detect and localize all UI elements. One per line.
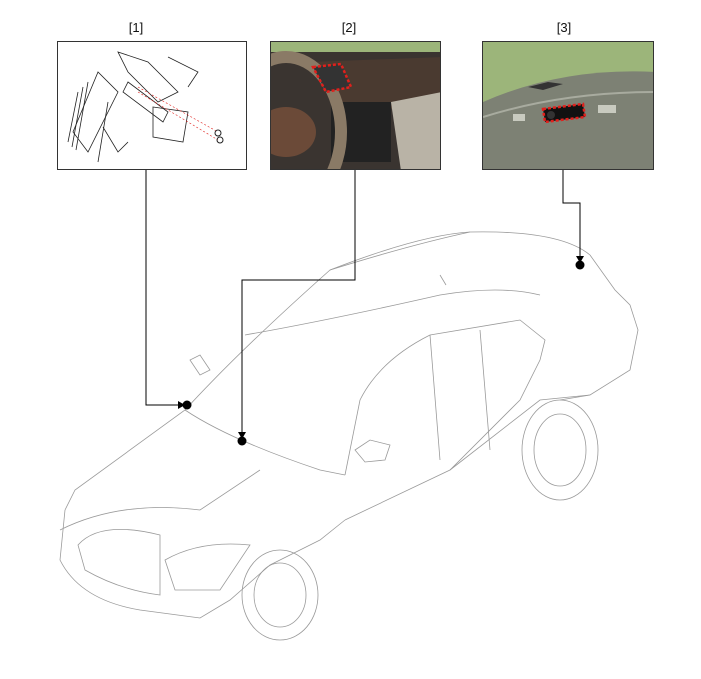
callout-label-1: [1] [128,20,144,35]
dashboard-photo [270,41,441,170]
location-marker-3 [575,260,585,270]
trunk-lid-photo [482,41,654,170]
steering-column-drawing [57,41,247,170]
leader-line-1 [145,170,183,406]
callout-label-2: [2] [341,20,357,35]
leader-line-3 [562,170,581,261]
location-marker-1 [182,400,192,410]
location-marker-2 [237,436,247,446]
leader-line-2 [241,170,356,437]
callout-label-3: [3] [556,20,572,35]
